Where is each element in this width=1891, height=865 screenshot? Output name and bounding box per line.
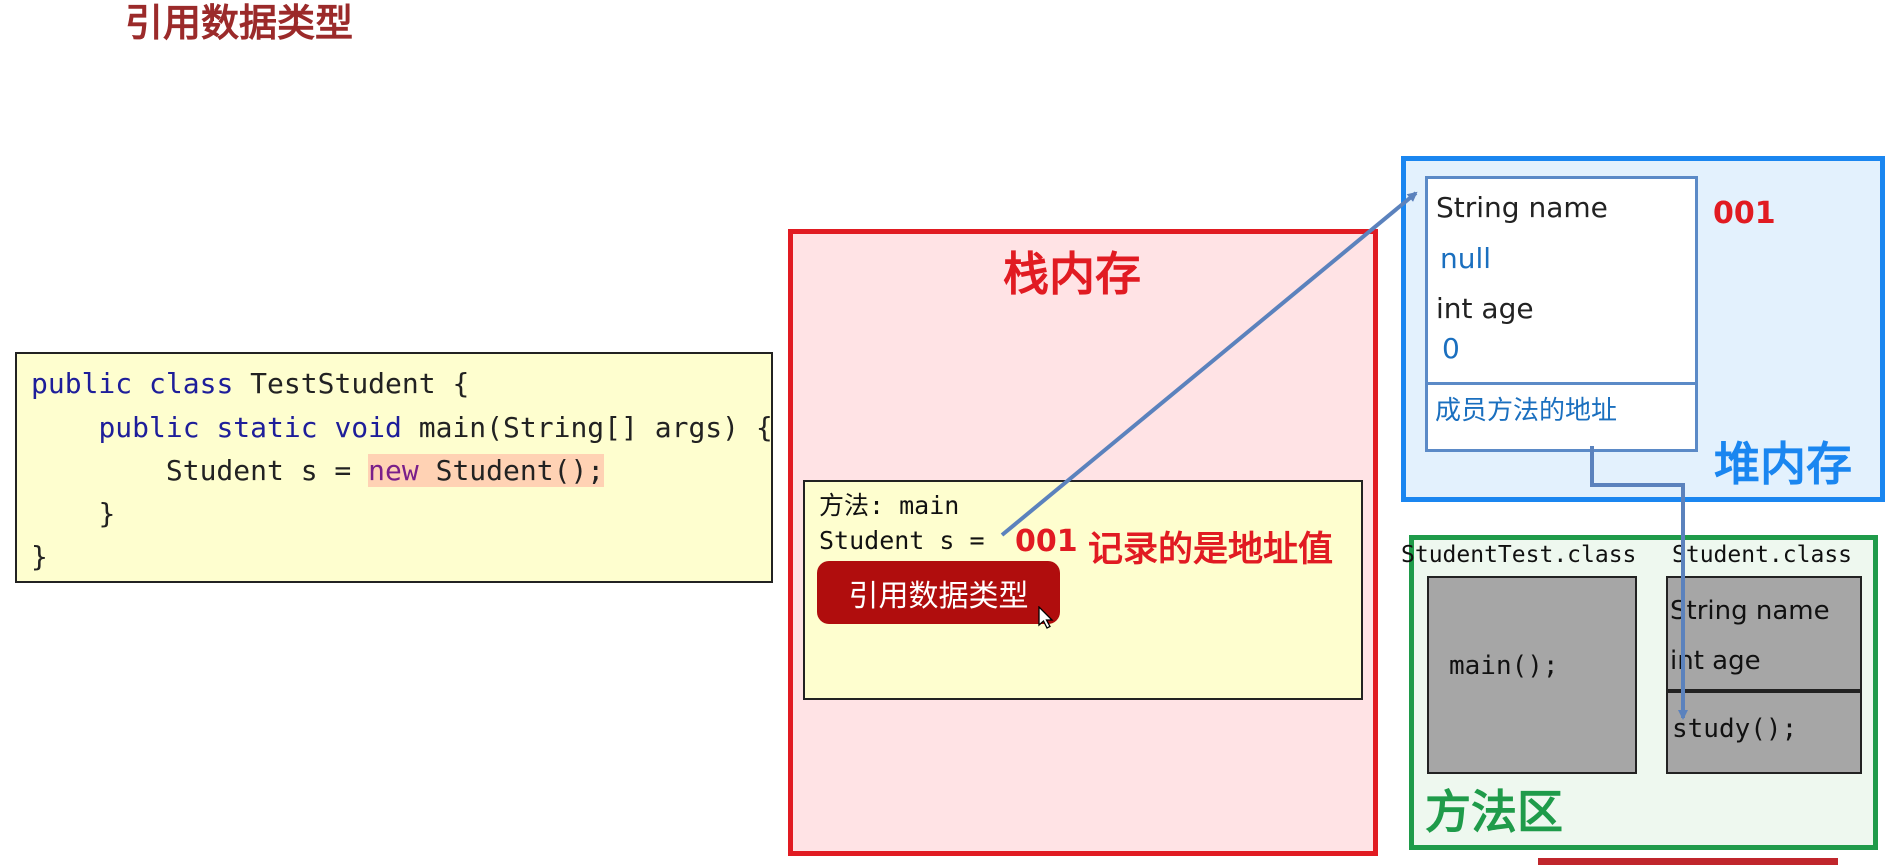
code-text: } [98,497,116,530]
methods-address-label: 成员方法的地址 [1435,396,1618,426]
student-object: String name null int age 0 成员方法的地址 [1425,176,1698,452]
class-field-age: int age [1670,646,1761,676]
main-method-label: main(); [1449,651,1559,681]
method-area-title: 方法区 [1425,785,1563,839]
field-age-value: 0 [1442,332,1460,365]
heap-memory-title: 堆内存 [1714,437,1852,491]
code-line-3: Student s = new Student(); [31,451,605,491]
code-text: main(String[] args) { [401,411,773,444]
code-keyword: public static void [98,411,402,444]
code-block: public class TestStudent { public static… [15,352,773,583]
highlighted-code: new Student(); [368,454,605,487]
stack-address-value: 001 [1015,524,1078,559]
study-method-label: study(); [1672,714,1798,744]
code-text: } [31,540,48,573]
stack-memory-title: 栈内存 [1003,247,1141,301]
frame-method-label: 方法: main [819,491,960,520]
code-keyword: class [149,367,234,400]
studenttest-class-label: StudentTest.class [1401,542,1637,568]
field-name-label: String name [1436,191,1608,224]
mouse-cursor-icon [1038,606,1054,629]
code-keyword: new [368,454,419,487]
code-text: Student s = [165,454,369,487]
code-line-1: public class TestStudent { [31,364,469,404]
field-age-label: int age [1436,292,1534,325]
object-address-id: 001 [1713,196,1776,231]
student-class-label: Student.class [1672,542,1853,568]
code-keyword: public [31,367,133,400]
code-line-2: public static void main(String[] args) { [31,408,773,448]
class-divider [1666,689,1862,693]
class-field-name: String name [1670,596,1830,626]
studenttest-class-box: main(); [1427,576,1637,774]
student-class-box: String name int age study(); [1666,576,1862,774]
page-title: 引用数据类型 [125,1,354,45]
code-line-5: } [31,537,48,577]
code-text: Student(); [418,454,605,487]
frame-variable-label: Student s = [819,526,985,555]
reference-type-button[interactable]: 引用数据类型 [817,561,1060,624]
address-note: 记录的是地址值 [1088,530,1334,570]
code-line-4: } [31,494,115,534]
code-text: TestStudent { [233,367,470,400]
bottom-banner-strip [1538,858,1838,865]
field-name-value: null [1440,242,1492,275]
object-divider [1425,382,1698,385]
